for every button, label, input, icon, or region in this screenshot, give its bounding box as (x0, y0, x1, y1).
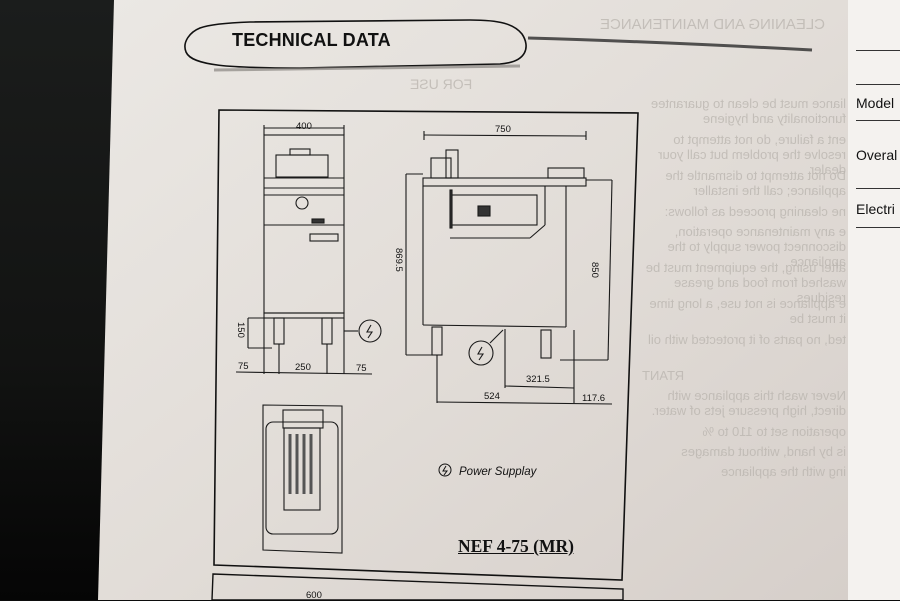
legend-power-supply: Power Supplay (459, 466, 537, 478)
ghost-line: ne cleaning proceed as follows: (664, 204, 846, 219)
table-row: Electri (856, 188, 900, 228)
dim-height-total: 869.5 (393, 248, 404, 272)
section-title: TECHNICAL DATA (232, 30, 391, 50)
ghost-line: Never wash this appliance with direct, h… (651, 388, 846, 418)
heading-rule (527, 36, 813, 52)
title-shadow-line (213, 64, 521, 72)
ghost-subheading: FOR USE (410, 76, 473, 92)
ghost-line: ted, no parts of it protected with oil (648, 332, 846, 347)
dim-leg-height: 150 (235, 322, 246, 338)
dim-321-5: 321.5 (526, 374, 550, 385)
ghost-line: liance must be clean to guarantee functi… (650, 96, 846, 126)
ghost-line: is by hand, without damages (681, 444, 846, 459)
ghost-line: operation set to 110 to % (702, 424, 846, 439)
table-cell-overall: Overal (856, 147, 898, 163)
table-cell-model: Model (856, 95, 895, 111)
dim-front-width: 400 (296, 121, 312, 132)
top-view-drawing (262, 404, 343, 554)
dim-right-offset: 75 (356, 363, 367, 374)
table-row: Model (856, 84, 900, 121)
ghost-line: e appliance is not use, a long time it m… (649, 296, 846, 326)
next-drawing-frame (211, 573, 624, 600)
table-cell-electric: Electri (856, 201, 895, 217)
dark-background (0, 0, 120, 600)
paper-sheet (98, 0, 848, 600)
dim-leg-spacing: 250 (295, 362, 311, 373)
power-supply-icon (438, 463, 452, 477)
drawing-frame (213, 109, 639, 581)
dim-height-work: 850 (589, 262, 600, 278)
dim-117-6: 117.6 (582, 393, 606, 404)
dim-next-drawing: 600 (306, 590, 322, 601)
ghost-line: RTANT (642, 368, 685, 383)
table-header-cell (856, 50, 900, 85)
dim-left-offset: 75 (238, 361, 249, 372)
ghost-line: ing with the appliance (720, 464, 846, 479)
table-row: Overal (856, 120, 900, 189)
dim-depth: 750 (495, 124, 511, 135)
dim-524: 524 (484, 391, 500, 402)
title-ellipse (184, 19, 527, 69)
front-view-drawing (235, 125, 382, 375)
side-view-drawing (405, 131, 613, 405)
ghost-heading: CLEANING AND MAINTENANCE (600, 16, 826, 33)
ghost-line: Do not attempt to dismantle the applianc… (665, 168, 846, 198)
adjacent-page (848, 0, 900, 600)
model-label: NEF 4-75 (MR) (458, 536, 574, 556)
